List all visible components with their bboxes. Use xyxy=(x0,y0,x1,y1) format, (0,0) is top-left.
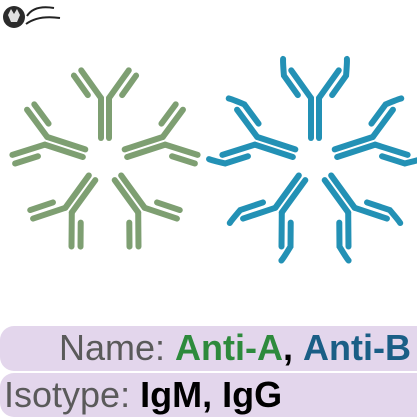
light-chain-1 xyxy=(379,153,417,167)
fab-arm-0 xyxy=(288,67,314,101)
light-chain-2 xyxy=(364,199,404,227)
heavy-chain-stem-4 xyxy=(251,141,296,161)
fab-arm-2 xyxy=(351,204,390,222)
light-chain-4 xyxy=(206,153,251,167)
fab-arm-1 xyxy=(369,106,396,141)
heavy-chain-stem-2 xyxy=(328,172,358,211)
name-row-text: Name: Anti-A, Anti-B xyxy=(59,326,411,370)
light-chain-0 xyxy=(119,72,140,99)
name-row: Name: Anti-A, Anti-B xyxy=(0,326,417,371)
light-chain-3 xyxy=(27,199,56,214)
isotype-value: IgM, IgG xyxy=(140,374,283,415)
logo-signature-strokes xyxy=(25,6,61,25)
heavy-chain-stem-1 xyxy=(121,134,166,153)
heavy-chain-stem-4 xyxy=(254,134,299,153)
fab-arm-0 xyxy=(106,67,132,101)
antibody-art xyxy=(9,55,417,264)
isotype-row-text: Isotype: IgM, IgG xyxy=(4,373,282,417)
name-value-anti-b: Anti-B xyxy=(303,327,411,368)
light-chain-0 xyxy=(329,55,350,99)
light-chain-1 xyxy=(158,101,179,127)
heavy-chain-stem-1 xyxy=(331,134,376,153)
anti-a-igm-pentamer xyxy=(9,67,201,250)
light-chain-3 xyxy=(226,199,266,227)
author-logo xyxy=(3,6,61,28)
light-chain-1 xyxy=(368,95,405,127)
isotype-label: Isotype: xyxy=(4,374,131,415)
light-chain-2 xyxy=(336,219,352,264)
heavy-chain-stem-3 xyxy=(278,177,309,216)
name-separator: , xyxy=(283,327,294,368)
heavy-chain-stem-1 xyxy=(124,141,169,161)
fab-arm-0 xyxy=(78,67,104,101)
heavy-chain-stem-4 xyxy=(44,134,89,153)
light-chain-4 xyxy=(225,95,262,127)
fab-arm-4 xyxy=(234,106,261,141)
light-chain-4 xyxy=(31,101,52,127)
fab-arm-1 xyxy=(159,106,186,141)
fab-arm-1 xyxy=(162,141,201,158)
fab-arm-1 xyxy=(372,141,411,158)
heavy-chain-stem-4 xyxy=(41,141,86,161)
fab-arm-2 xyxy=(141,204,180,222)
light-chain-3 xyxy=(278,219,294,264)
isotype-row: Isotype: IgM, IgG xyxy=(0,373,417,417)
heavy-chain-stem-2 xyxy=(321,177,352,216)
heavy-chain-stem-1 xyxy=(334,141,379,161)
fab-arm-4 xyxy=(219,141,258,158)
fab-arm-3 xyxy=(240,204,279,222)
heavy-chain-stem-3 xyxy=(68,177,99,216)
light-chain-1 xyxy=(169,153,198,167)
light-chain-0 xyxy=(70,72,91,99)
heavy-chain-stem-2 xyxy=(111,177,142,216)
light-chain-2 xyxy=(154,199,183,214)
name-value-anti-a: Anti-A xyxy=(175,327,283,368)
heavy-chain-stem-3 xyxy=(62,172,92,211)
heavy-chain-stem-3 xyxy=(272,172,302,211)
fab-arm-4 xyxy=(24,106,51,141)
wolf-face-shape xyxy=(8,9,20,22)
fab-arm-3 xyxy=(30,204,69,222)
light-chain-0 xyxy=(280,55,301,99)
heavy-chain-stem-2 xyxy=(118,172,148,211)
fab-arm-4 xyxy=(9,141,48,158)
anti-b-igm-pentamer xyxy=(206,55,417,264)
light-chain-4 xyxy=(12,153,41,167)
fab-arm-0 xyxy=(316,67,342,101)
name-label: Name: xyxy=(58,327,166,368)
